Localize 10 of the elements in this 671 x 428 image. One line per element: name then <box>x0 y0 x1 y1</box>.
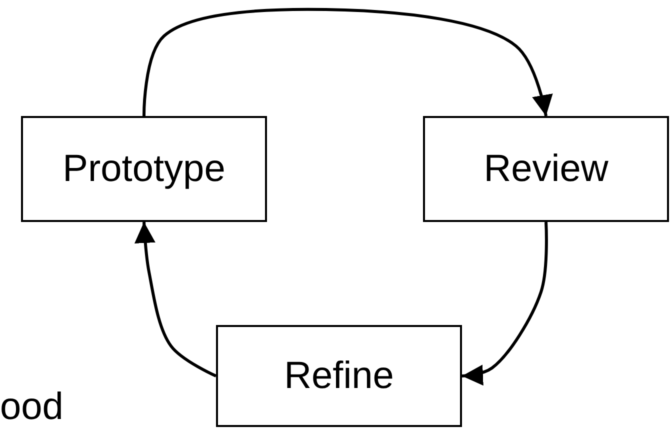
box-label: Review <box>484 148 608 190</box>
arrow <box>134 222 217 378</box>
process-box <box>216 325 462 427</box>
arrow <box>462 222 548 386</box>
arrow <box>142 8 553 116</box>
box-label: Prototype <box>62 148 226 190</box>
process-box <box>423 116 669 222</box>
box-label: Refine <box>284 354 394 398</box>
text-fragment: ood <box>0 388 64 426</box>
process-box <box>21 116 267 222</box>
